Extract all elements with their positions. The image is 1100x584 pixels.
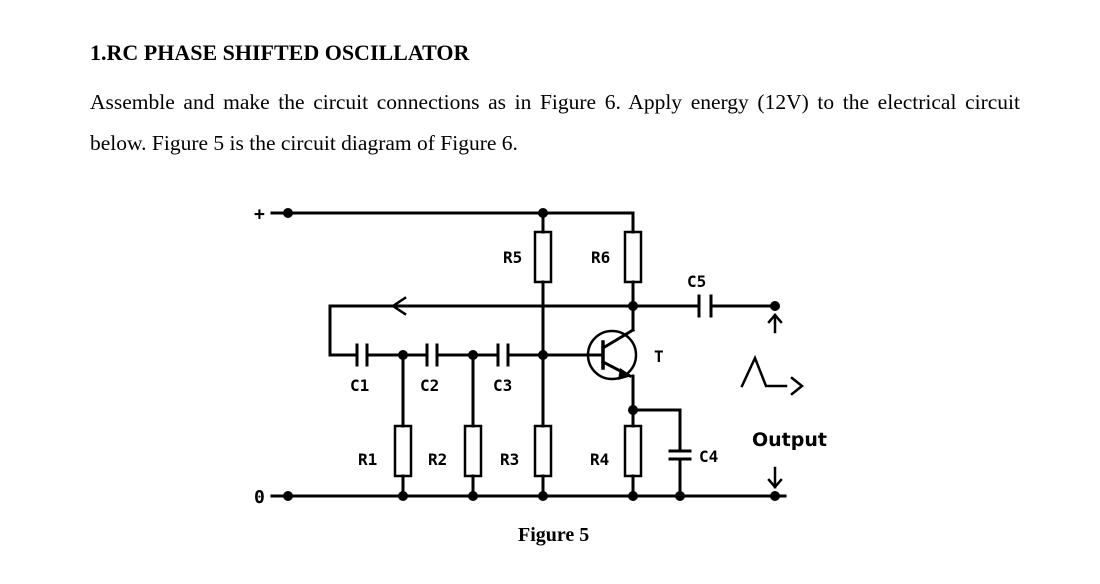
label-r5: R5 xyxy=(503,248,522,267)
resistor-r3 xyxy=(533,424,553,478)
waveform-icon xyxy=(740,354,788,388)
resistor-r5 xyxy=(533,230,553,284)
label-r3: R3 xyxy=(500,450,519,469)
section-heading: 1.RC PHASE SHIFTED OSCILLATOR xyxy=(90,40,470,65)
output-label: Output xyxy=(752,429,827,451)
instruction-paragraph: Assemble and make the circuit connection… xyxy=(90,90,1020,155)
resistor-r4 xyxy=(623,424,643,478)
label-c1: C1 xyxy=(350,376,369,395)
label-r4: R4 xyxy=(590,450,609,469)
label-c3: C3 xyxy=(493,376,512,395)
ground-label: 0 xyxy=(254,487,265,508)
transistor-t xyxy=(586,329,638,381)
label-r2: R2 xyxy=(428,450,447,469)
label-r6: R6 xyxy=(591,248,610,267)
resistor-r2 xyxy=(463,424,483,478)
label-c5: C5 xyxy=(687,272,706,291)
label-c4: C4 xyxy=(699,447,718,466)
resistor-r6 xyxy=(623,230,643,284)
label-t: T xyxy=(654,347,664,366)
supply-label: + xyxy=(254,204,265,225)
label-r1: R1 xyxy=(358,450,377,469)
label-c2: C2 xyxy=(420,376,439,395)
figure-caption: Figure 5 xyxy=(518,524,590,546)
resistor-r1 xyxy=(393,424,413,478)
